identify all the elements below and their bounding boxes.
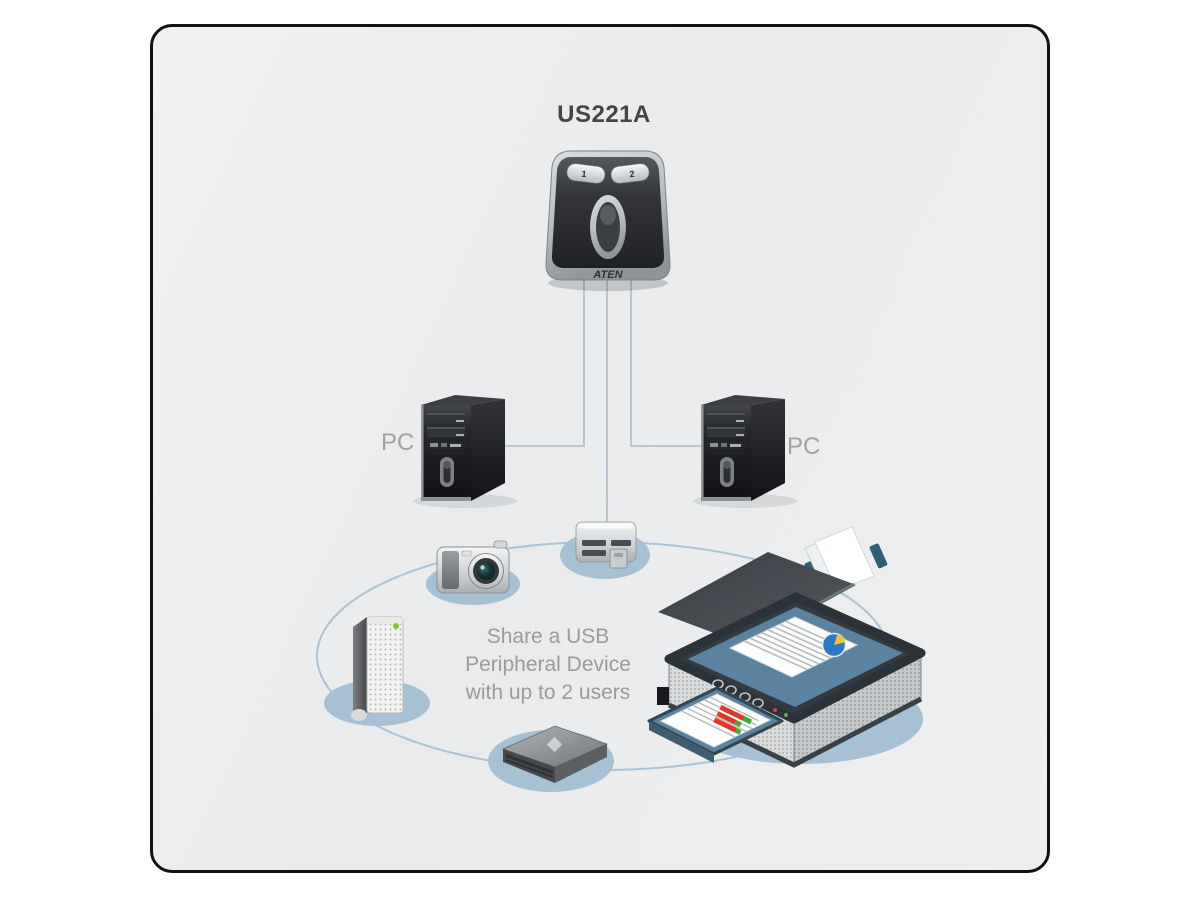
printer-lid — [658, 552, 856, 645]
share-caption: Share a USB Peripheral Device with up to… — [416, 623, 680, 707]
printer-icon — [647, 526, 926, 768]
diagram-artwork: 1 2 ATEN — [316, 150, 926, 792]
usb-switch-icon: 1 2 ATEN — [545, 150, 671, 291]
usb-plug — [609, 548, 628, 569]
portable-drive-icon — [488, 725, 614, 792]
camera-icon — [426, 540, 520, 605]
drive-power-led — [393, 623, 399, 629]
external-drive-icon — [324, 616, 430, 726]
switch-port-button-2: 2 — [610, 163, 650, 184]
aten-logo: ATEN — [592, 269, 623, 281]
connector-lines — [505, 279, 713, 524]
switch-button-2-label: 2 — [629, 169, 635, 180]
pc-right-label: PC — [787, 433, 821, 460]
usb-hub-icon — [560, 521, 650, 579]
product-model-title: US221A — [557, 101, 651, 128]
printer-paper — [814, 526, 875, 591]
diagram-canvas: 1 2 ATEN — [150, 24, 1050, 873]
share-caption-line-3: with up to 2 users — [465, 681, 631, 704]
pc-right-icon — [693, 395, 797, 508]
pc-left-icon — [413, 395, 517, 508]
switch-port-button-1: 1 — [566, 163, 606, 184]
cable-to-left-pc — [505, 279, 585, 447]
share-caption-line-1: Share a USB — [486, 625, 610, 648]
pc-left-label: PC — [381, 429, 415, 456]
cable-to-right-pc — [630, 279, 713, 447]
switch-button-1-label: 1 — [581, 169, 587, 180]
share-caption-line-2: Peripheral Device — [465, 653, 631, 676]
